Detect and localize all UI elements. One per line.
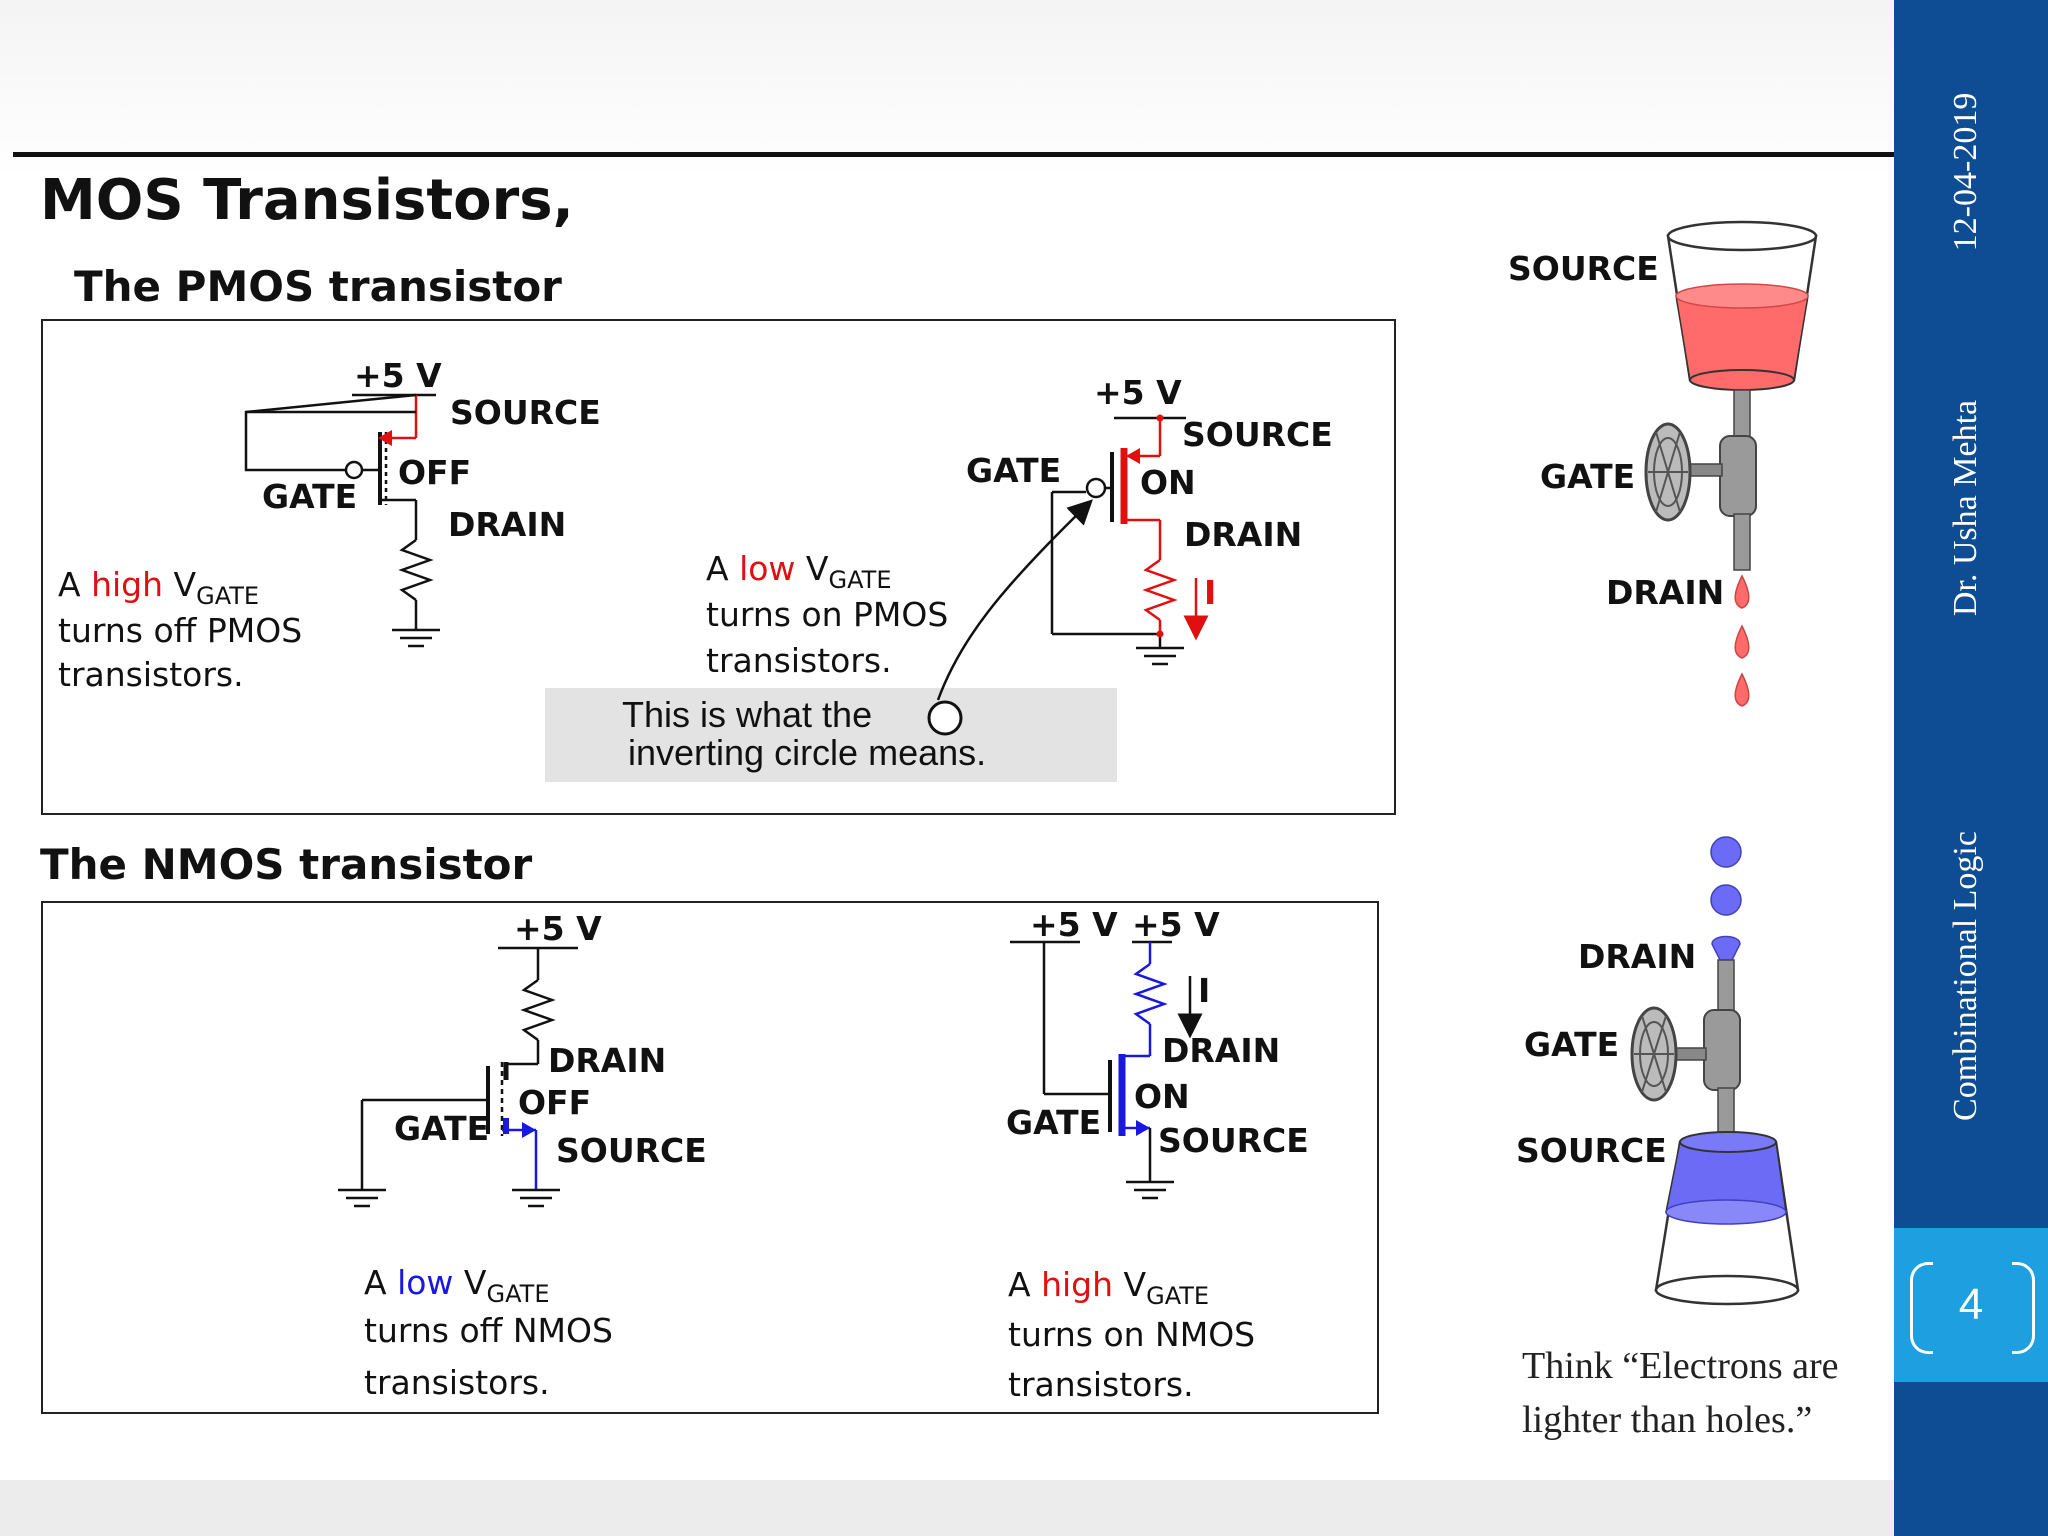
analogy-caption-line2: lighter than holes.”	[1522, 1399, 1813, 1441]
pmos-on-channel-arrow	[1126, 448, 1140, 464]
pmos-on-source-node	[1156, 414, 1164, 422]
pmos-water-source-label: SOURCE	[1508, 249, 1659, 288]
note-line-2: inverting circle means.	[628, 732, 987, 773]
nmos-off-state-label: OFF	[518, 1083, 591, 1122]
pmos-on-caption-line3: transistors.	[706, 641, 892, 680]
nmos-on-vdd-label-1: +5 V	[1030, 905, 1118, 944]
page-bracket-left	[1910, 1262, 1933, 1354]
pmos-on-circuit	[1050, 416, 1209, 666]
pmos-on-current-label: I	[1204, 573, 1216, 612]
pmos-off-vdd-label: +5 V	[354, 356, 442, 395]
slide-title: MOS Transistors,	[40, 168, 574, 233]
nmos-off-circuit	[338, 946, 578, 1208]
pmos-off-caption-line2: turns off PMOS	[58, 611, 302, 650]
nmos-off-source-label: SOURCE	[556, 1131, 707, 1170]
nmos-on-state-label: ON	[1134, 1077, 1190, 1116]
pmos-off-state-label: OFF	[398, 453, 471, 492]
nmos-off-channel-arrow	[522, 1122, 536, 1138]
nmos-water-source-label: SOURCE	[1516, 1131, 1667, 1170]
nmos-off-drain-label: DRAIN	[548, 1041, 666, 1080]
pmos-on-drain-label: DRAIN	[1184, 515, 1302, 554]
nmos-on-current-label: I	[1198, 971, 1210, 1010]
nmos-off-gate-label: GATE	[394, 1109, 489, 1148]
nmos-off-caption-line2: turns off NMOS	[364, 1311, 613, 1350]
pmos-on-gate-label: GATE	[966, 451, 1061, 490]
page-number: 4	[1958, 1280, 1984, 1329]
pmos-off-circuit	[244, 393, 440, 648]
nmos-off-vdd-label: +5 V	[514, 909, 602, 948]
nmos-water-drain-label: DRAIN	[1578, 937, 1696, 976]
nmos-on-circuit	[1010, 940, 1203, 1200]
pmos-on-state-label: ON	[1140, 463, 1196, 502]
pmos-off-drain-label: DRAIN	[448, 505, 566, 544]
note-line-1: This is what the	[622, 694, 873, 735]
nmos-on-caption-line2: turns on NMOS	[1008, 1315, 1255, 1354]
pmos-off-caption-line3: transistors.	[58, 655, 244, 694]
nmos-on-caption-line1: A high VGATE	[1008, 1265, 1209, 1310]
analogy-caption-line1: Think “Electrons are	[1522, 1345, 1839, 1387]
pmos-on-vdd-label: +5 V	[1094, 373, 1182, 412]
pmos-off-source-label: SOURCE	[450, 393, 601, 432]
nmos-water-analogy	[1630, 836, 1800, 1306]
pmos-on-source-label: SOURCE	[1182, 415, 1333, 454]
pmos-off-caption-line1: A high VGATE	[58, 565, 259, 610]
nmos-on-vdd-label-2: +5 V	[1132, 905, 1220, 944]
nmos-on-gate-label: GATE	[1006, 1103, 1101, 1142]
pmos-on-ground-node	[1156, 630, 1164, 638]
nmos-on-drain-label: DRAIN	[1162, 1031, 1280, 1070]
pmos-on-caption-line1: A low VGATE	[706, 549, 892, 594]
inverting-circle-pointer	[936, 499, 1093, 701]
nmos-on-source-label: SOURCE	[1158, 1121, 1309, 1160]
inverting-circle-symbol	[927, 700, 963, 736]
nmos-water-gate-label: GATE	[1524, 1025, 1619, 1064]
nmos-off-caption-line3: transistors.	[364, 1363, 550, 1402]
pmos-off-gate-label: GATE	[262, 477, 357, 516]
nmos-on-channel-arrow	[1136, 1120, 1150, 1136]
pmos-water-gate-label: GATE	[1540, 457, 1635, 496]
pmos-section-title: The PMOS transistor	[74, 262, 562, 311]
page-number-tab	[1894, 1228, 2048, 1382]
nmos-on-caption-line3: transistors.	[1008, 1365, 1194, 1404]
title-rule	[13, 152, 1894, 157]
pmos-off-channel-arrow	[378, 430, 392, 446]
pmos-water-analogy	[1644, 220, 1818, 707]
nmos-off-caption-line1: A low VGATE	[364, 1263, 550, 1308]
nmos-section-title: The NMOS transistor	[40, 840, 533, 889]
pmos-on-caption-line2: turns on PMOS	[706, 595, 948, 634]
pmos-water-drain-label: DRAIN	[1606, 573, 1724, 612]
page-bracket-right	[2012, 1262, 2035, 1354]
inverting-circle-note	[545, 688, 1117, 782]
